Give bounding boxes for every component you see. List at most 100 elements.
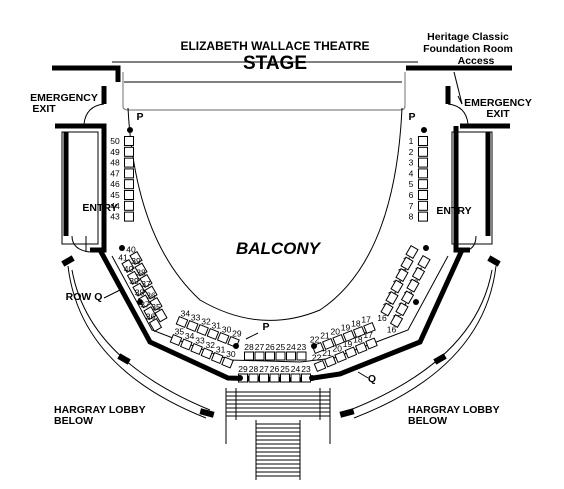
seat[interactable]	[132, 282, 146, 297]
seat[interactable]	[390, 279, 404, 294]
seat[interactable]	[124, 179, 134, 190]
seat[interactable]	[269, 373, 280, 383]
seat[interactable]	[352, 325, 366, 339]
seat[interactable]	[418, 211, 428, 222]
seat[interactable]	[121, 258, 135, 274]
seat-number: 24	[291, 364, 301, 374]
seat[interactable]	[221, 356, 234, 369]
seat-number: 4	[409, 168, 414, 178]
seat[interactable]	[418, 136, 428, 146]
lobby-right-line-1: HARGRAY LOBBY	[408, 404, 500, 416]
seat[interactable]	[400, 290, 415, 305]
seat-number: 27	[259, 364, 269, 374]
seat-number: 29	[232, 329, 242, 339]
seat-number: 17	[363, 330, 373, 340]
seat[interactable]	[418, 190, 428, 200]
seat[interactable]	[124, 146, 134, 157]
seat-number: 2	[409, 147, 414, 157]
seat[interactable]	[280, 373, 290, 383]
seat[interactable]	[385, 290, 399, 306]
seat[interactable]	[395, 267, 409, 283]
seat[interactable]	[254, 351, 265, 361]
seat[interactable]	[144, 285, 158, 300]
seat[interactable]	[124, 157, 134, 168]
seat[interactable]	[418, 179, 428, 190]
seat[interactable]	[286, 351, 296, 361]
seat[interactable]	[332, 333, 345, 347]
seat-number: 36	[146, 311, 156, 321]
seat[interactable]	[418, 146, 428, 157]
heritage-line-2: Foundation Room	[423, 43, 513, 55]
seat[interactable]	[418, 168, 428, 179]
seat[interactable]	[418, 157, 428, 168]
seat[interactable]	[210, 351, 224, 365]
seat[interactable]	[313, 359, 327, 373]
seat[interactable]	[363, 321, 376, 335]
seat[interactable]	[206, 327, 220, 341]
seat[interactable]	[275, 351, 286, 361]
seat[interactable]	[134, 262, 148, 277]
seat[interactable]	[354, 341, 368, 355]
seat[interactable]	[365, 337, 378, 350]
seat-number: 44	[110, 201, 120, 211]
seat[interactable]	[139, 273, 153, 289]
seat[interactable]	[342, 329, 356, 343]
seat[interactable]	[124, 190, 134, 200]
seat[interactable]	[149, 296, 163, 312]
seat[interactable]	[334, 350, 347, 364]
seat[interactable]	[179, 338, 193, 351]
seat-number: 45	[110, 190, 120, 200]
seat[interactable]	[196, 323, 209, 337]
seat[interactable]	[259, 373, 269, 383]
seat-number: 36	[146, 290, 156, 300]
seat[interactable]	[405, 244, 419, 260]
seat[interactable]	[216, 331, 230, 345]
seat-number: 5	[409, 179, 414, 189]
seat[interactable]	[148, 317, 163, 333]
seat-number: 46	[110, 179, 120, 189]
seat[interactable]	[124, 168, 134, 179]
seat[interactable]	[124, 200, 134, 211]
seat[interactable]	[143, 306, 157, 321]
seat-number: 41	[118, 252, 128, 262]
lobby-left-line-1: HARGRAY LOBBY	[54, 404, 146, 416]
seat[interactable]	[169, 333, 183, 347]
seat[interactable]	[321, 337, 335, 351]
seat[interactable]	[244, 351, 254, 361]
seat[interactable]	[129, 250, 143, 266]
seat[interactable]	[154, 308, 168, 323]
seat[interactable]	[417, 254, 431, 270]
seat-number: 16	[377, 313, 387, 323]
seat[interactable]	[400, 256, 414, 271]
seat-number: 43	[110, 212, 120, 222]
seat[interactable]	[124, 211, 134, 222]
seat-number: 27	[255, 342, 265, 352]
seat[interactable]	[248, 373, 259, 383]
seat-number: 37	[140, 300, 150, 310]
seat-number: 39	[129, 276, 139, 286]
seat[interactable]	[323, 355, 337, 368]
seat[interactable]	[389, 313, 404, 329]
seat[interactable]	[126, 270, 141, 285]
seat[interactable]	[344, 346, 358, 359]
seat[interactable]	[175, 315, 189, 329]
seat[interactable]	[411, 266, 426, 281]
seat[interactable]	[185, 319, 199, 333]
seat[interactable]	[200, 347, 214, 360]
seat[interactable]	[265, 351, 275, 361]
seat-number: 35	[151, 302, 161, 312]
seat[interactable]	[380, 302, 394, 317]
lobby-right-line-2: BELOW	[408, 415, 447, 427]
seat[interactable]	[406, 278, 420, 293]
seat[interactable]	[290, 373, 301, 383]
seat[interactable]	[190, 342, 203, 356]
seat[interactable]	[124, 136, 134, 146]
seat[interactable]	[418, 200, 428, 211]
seat[interactable]	[296, 351, 307, 361]
seat-number: 33	[191, 313, 201, 323]
seat-number: 18	[353, 335, 363, 345]
seat-number: 26	[265, 342, 275, 352]
seat[interactable]	[395, 302, 409, 317]
